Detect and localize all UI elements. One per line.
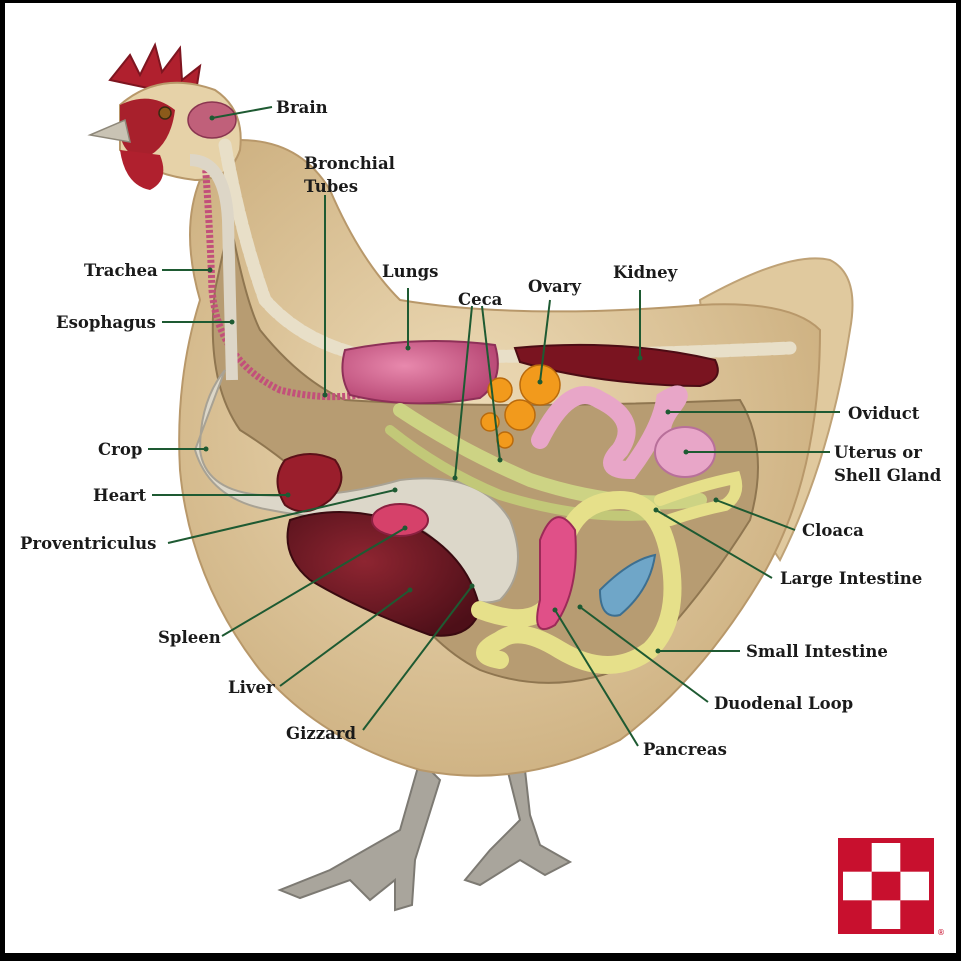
label-ovary: Ovary	[528, 275, 581, 298]
label-esophagus: Esophagus	[56, 311, 156, 334]
registered-mark: ®	[937, 928, 945, 937]
label-ceca: Ceca	[458, 288, 502, 311]
label-cloaca: Cloaca	[802, 519, 864, 542]
label-spleen: Spleen	[158, 626, 221, 649]
lungs-shape	[342, 341, 497, 403]
label-oviduct: Oviduct	[848, 402, 919, 425]
label-liver: Liver	[228, 676, 275, 699]
label-pancreas: Pancreas	[643, 738, 727, 761]
frame-left	[0, 0, 5, 961]
label-lungs: Lungs	[382, 260, 438, 283]
label-kidney: Kidney	[613, 261, 677, 284]
frame-top	[0, 0, 961, 3]
label-bronchial-tubes: Bronchial Tubes	[304, 152, 395, 198]
label-uterus: Uterus or Shell Gland	[834, 441, 941, 487]
label-heart: Heart	[93, 484, 146, 507]
checkerboard-logo	[838, 838, 934, 934]
label-trachea: Trachea	[84, 259, 158, 282]
label-crop: Crop	[98, 438, 142, 461]
label-proventriculus: Proventriculus	[20, 532, 156, 555]
label-brain: Brain	[276, 96, 328, 119]
frame-right	[956, 0, 961, 961]
label-large-intestine: Large Intestine	[780, 567, 922, 590]
label-gizzard: Gizzard	[286, 722, 356, 745]
legs	[280, 760, 570, 910]
label-duodenal-loop: Duodenal Loop	[714, 692, 853, 715]
label-small-intestine: Small Intestine	[746, 640, 888, 663]
frame-bottom	[0, 953, 961, 961]
